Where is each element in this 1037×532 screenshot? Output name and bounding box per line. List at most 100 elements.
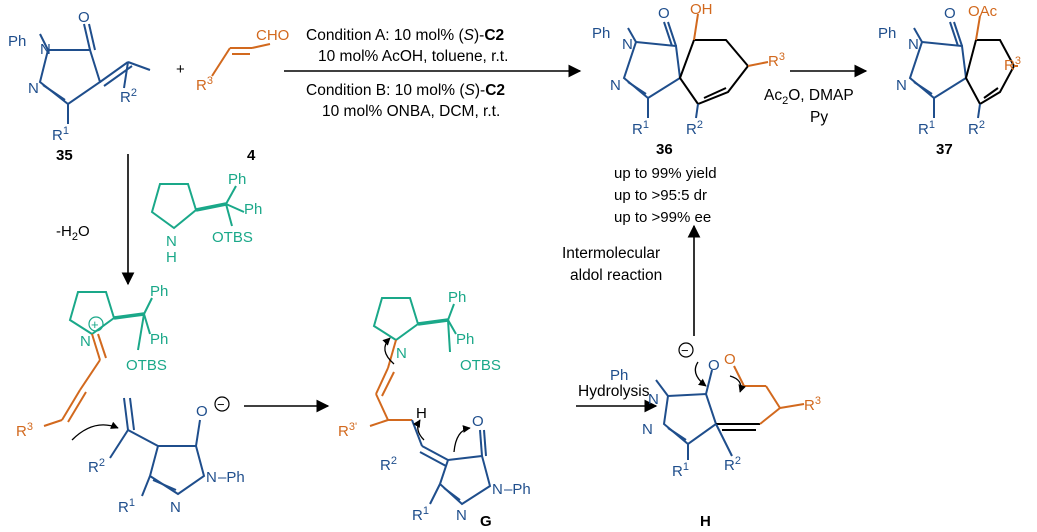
g-carbonyl-o: O <box>472 413 484 430</box>
r3-label-iminium: R3 <box>16 421 33 440</box>
intermediate-g-chain <box>369 367 423 447</box>
iminium-ph2-label: Ph <box>150 331 168 348</box>
iminium-ph1-label: Ph <box>150 283 168 300</box>
curly-arrow-michael <box>71 421 119 441</box>
h-charge-circle <box>678 342 694 358</box>
reactant-35 <box>38 23 151 124</box>
iminium-ion <box>68 291 153 361</box>
phenyl-label-dienolate: –Ph <box>218 469 245 486</box>
carbonyl-o-35: O <box>78 9 90 26</box>
carbonyl-o-37: O <box>944 5 956 22</box>
oac-label-37: OAc <box>968 3 998 20</box>
phenyl-label-36: Ph <box>592 25 610 42</box>
catalyst-ph1-label: Ph <box>228 171 246 188</box>
r3-label-36: R3 <box>768 51 785 70</box>
iminium-chain <box>43 359 101 427</box>
n1-label-dienolate: N <box>206 469 217 486</box>
condition-a-line2: 10 mol% AcOH, toluene, r.t. <box>318 48 508 65</box>
r2-label-36: R2 <box>686 119 703 138</box>
r2-label-35: R2 <box>120 87 137 106</box>
phenyl-label-35: Ph <box>8 33 26 50</box>
h-n2-label: N <box>642 421 653 438</box>
intermediate-label-g: G <box>480 513 492 530</box>
result-yield: up to 99% yield <box>614 165 717 182</box>
condition-b-line2: 10 mol% ONBA, DCM, r.t. <box>322 103 500 120</box>
h-enolate-o: O <box>708 357 720 374</box>
acetylation-reagents-line2: Py <box>810 109 828 126</box>
compound-number-4: 4 <box>247 147 256 164</box>
pyrazolone-ring-35 <box>38 49 102 106</box>
r2-label-dienolate: R2 <box>88 457 105 476</box>
catalyst-otbs-label: OTBS <box>212 229 253 246</box>
iminium-otbs-label: OTBS <box>126 357 167 374</box>
enolate-o-label: O <box>196 403 208 420</box>
intermediate-g-catalyst <box>372 297 457 369</box>
product-36 <box>622 21 682 118</box>
iminium-charge: + <box>91 317 99 332</box>
g-curly-arrow-2 <box>413 419 425 441</box>
enolate-charge-circle <box>214 396 230 412</box>
aldehyde-4 <box>211 43 271 77</box>
g-otbs-label: OTBS <box>460 357 501 374</box>
iminium-n-label: N <box>80 333 91 350</box>
h-r1-label: R1 <box>672 461 689 480</box>
catalyst-nh-label: N <box>166 233 177 250</box>
n1-label-35: N <box>40 41 51 58</box>
dienolate <box>109 397 206 497</box>
aldol-label-line1: Intermolecular <box>562 245 660 262</box>
r1-label-dienolate: R1 <box>118 497 135 516</box>
g-n-label: N <box>396 345 407 362</box>
g-n1-label: N <box>492 481 503 498</box>
cho-label: CHO <box>256 27 289 44</box>
r1-label-37: R1 <box>918 119 935 138</box>
dehydration-label: -H2O <box>56 223 90 243</box>
g-ph1-label: Ph <box>448 289 466 306</box>
r2-label-37: R2 <box>968 119 985 138</box>
catalyst-h-label: H <box>166 249 177 266</box>
h-r2-label: R2 <box>724 455 741 474</box>
iminium-charge-circle <box>88 316 104 332</box>
oh-label-36: OH <box>690 1 713 18</box>
n2-label-37: N <box>896 77 907 94</box>
g-ph2-label: Ph <box>456 331 474 348</box>
condition-b-line1: Condition B: 10 mol% (S)-C2 <box>306 82 505 99</box>
result-dr: up to >95:5 dr <box>614 187 707 204</box>
h-phenyl-label: Ph <box>610 367 628 384</box>
cyclohexene-37 <box>964 15 1018 119</box>
intermediate-h <box>655 369 760 460</box>
g-r1-label: R1 <box>412 505 429 524</box>
r1-label-35: R1 <box>52 125 69 144</box>
plus-sign: + <box>176 61 185 78</box>
result-ee: up to >99% ee <box>614 209 711 226</box>
cyclohexene-36 <box>678 13 769 119</box>
product-37 <box>908 21 968 118</box>
phenyl-label-37: Ph <box>878 25 896 42</box>
g-phenyl-label: –Ph <box>504 481 531 498</box>
g-curly-arrow-1 <box>382 337 395 365</box>
acetylation-reagents-line1: Ac2O, DMAP <box>764 87 854 107</box>
r3-label-4: R3 <box>196 75 213 94</box>
r3-label-37: R3 <box>1004 55 1021 74</box>
enolate-charge: − <box>217 397 225 412</box>
intermediate-h-chain <box>733 365 805 425</box>
g-r2-label: R2 <box>380 455 397 474</box>
g-h-label: H <box>416 405 427 422</box>
intermediate-label-h: H <box>700 513 711 530</box>
h-curly-arrow-1 <box>694 361 707 387</box>
hydrolysis-label: Hydrolysis <box>578 383 650 400</box>
intermediate-g-pyrazolone <box>419 429 492 506</box>
n1-label-37: N <box>908 36 919 53</box>
h-r3-label: R3 <box>804 395 821 414</box>
h-aldehyde-o: O <box>724 351 736 368</box>
carbonyl-o-36: O <box>658 5 670 22</box>
g-r3prime-label: R3' <box>338 421 357 440</box>
n2-label-dienolate: N <box>170 499 181 516</box>
h-n1-label: N <box>648 391 659 408</box>
catalyst-c2 <box>150 183 245 230</box>
r1-label-36: R1 <box>632 119 649 138</box>
g-curly-arrow-3 <box>453 425 471 453</box>
n1-label-36: N <box>622 36 633 53</box>
compound-number-37: 37 <box>936 141 953 158</box>
n2-label-36: N <box>610 77 621 94</box>
n2-label-35: N <box>28 80 39 97</box>
